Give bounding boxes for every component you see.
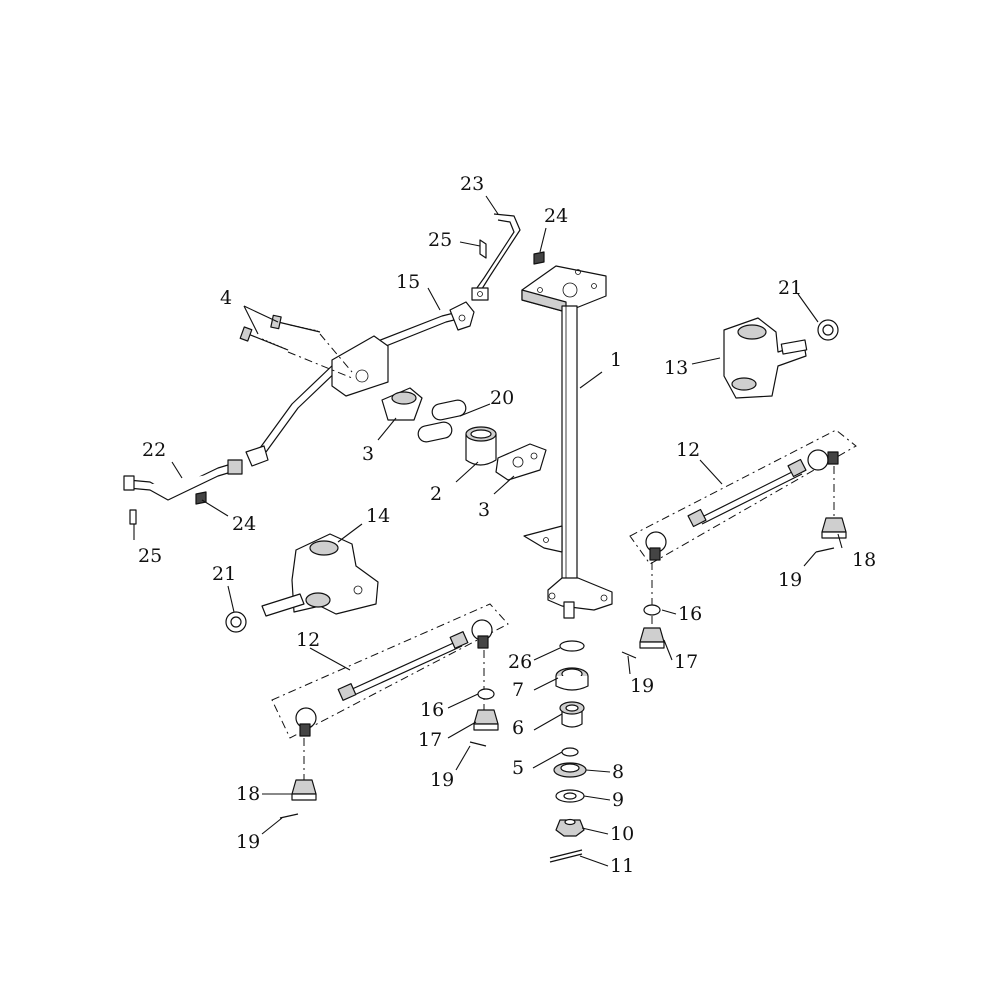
- steering-knuckle-left: [261, 533, 379, 617]
- label-part-16-right: 16: [678, 603, 702, 625]
- tie-rod-upper-left: [123, 459, 243, 501]
- o-ring-26: [559, 640, 585, 652]
- label-part-25-top: 25: [428, 229, 452, 251]
- castle-nut-17-right: [639, 627, 665, 649]
- label-part-19-right-b: 19: [630, 675, 654, 697]
- rod-23: [471, 213, 521, 301]
- label-part-14: 14: [366, 505, 390, 527]
- label-part-11: 11: [610, 855, 634, 877]
- label-part-3-upper: 3: [362, 443, 374, 465]
- label-part-4: 4: [220, 287, 232, 309]
- label-part-25-left: 25: [138, 545, 162, 567]
- label-part-3-lower: 3: [478, 499, 490, 521]
- washer-21-right: [817, 319, 839, 341]
- cotter-pin-19-right-a: [815, 547, 835, 553]
- washer-16-right: [643, 604, 661, 616]
- label-part-1: 1: [610, 349, 622, 371]
- label-part-23: 23: [460, 173, 484, 195]
- clip-25-top: [479, 239, 487, 259]
- cotter-pin-19-right-b: [621, 651, 637, 659]
- castle-nut-17-left: [473, 709, 499, 731]
- bushing-6: [559, 701, 585, 728]
- label-part-5: 5: [512, 757, 524, 779]
- cotter-pin-19-left-a: [469, 741, 487, 747]
- label-part-18-right: 18: [852, 549, 876, 571]
- part-number-labels: 1 2 3 3 4 5 6 7 8 9 10 11 12 12 13 14 15…: [138, 173, 876, 877]
- drag-link-bar: [245, 301, 475, 467]
- clamp-upper: [381, 387, 423, 421]
- cotter-pin-11: [549, 849, 583, 859]
- tie-rod-assembly-left: [271, 603, 509, 780]
- bolts: [239, 314, 353, 379]
- steering-knuckle-right: [723, 317, 808, 399]
- label-part-17-right: 17: [674, 651, 698, 673]
- castle-nut-18-right: [821, 517, 847, 539]
- clip-24-left: [195, 491, 207, 505]
- label-part-6: 6: [512, 717, 524, 739]
- castle-nut-18-left: [291, 779, 317, 801]
- label-part-12-left: 12: [296, 629, 320, 651]
- label-part-21-right: 21: [778, 277, 802, 299]
- label-part-24-left: 24: [232, 513, 256, 535]
- clamp-lower: [495, 443, 547, 481]
- washer-9: [555, 789, 585, 803]
- label-part-18-left: 18: [236, 783, 260, 805]
- label-part-22: 22: [142, 439, 166, 461]
- label-part-24-top: 24: [544, 205, 568, 227]
- clip-24-top: [533, 251, 545, 265]
- label-part-10: 10: [610, 823, 634, 845]
- cotter-pin-19-left-b: [279, 813, 299, 819]
- label-part-13: 13: [664, 357, 688, 379]
- label-part-7: 7: [512, 679, 524, 701]
- clip-25-left: [129, 509, 137, 525]
- leader-lines: [133, 195, 843, 867]
- label-part-2: 2: [430, 483, 442, 505]
- bearing-7: [555, 667, 589, 691]
- label-part-16-left: 16: [420, 699, 444, 721]
- rubber-bushings: [417, 399, 467, 443]
- label-part-15: 15: [396, 271, 420, 293]
- nut-10: [555, 818, 585, 837]
- label-part-12-right: 12: [676, 439, 700, 461]
- label-part-19-right-a: 19: [778, 569, 802, 591]
- label-part-21-left: 21: [212, 563, 236, 585]
- label-part-19-left-a: 19: [430, 769, 454, 791]
- label-part-9: 9: [612, 789, 624, 811]
- label-part-20: 20: [490, 387, 514, 409]
- label-part-17-left: 17: [418, 729, 442, 751]
- washer-16-left: [477, 688, 495, 700]
- washer-5: [561, 747, 579, 757]
- bearing-8: [553, 762, 587, 778]
- label-part-19-left-b: 19: [236, 831, 260, 853]
- tie-rod-assembly-right: [629, 429, 857, 630]
- label-part-26: 26: [508, 651, 532, 673]
- lower-stack: [549, 640, 589, 863]
- washer-21-left: [225, 611, 247, 633]
- steering-column: [521, 265, 613, 619]
- label-part-8: 8: [612, 761, 624, 783]
- collar: [465, 426, 497, 466]
